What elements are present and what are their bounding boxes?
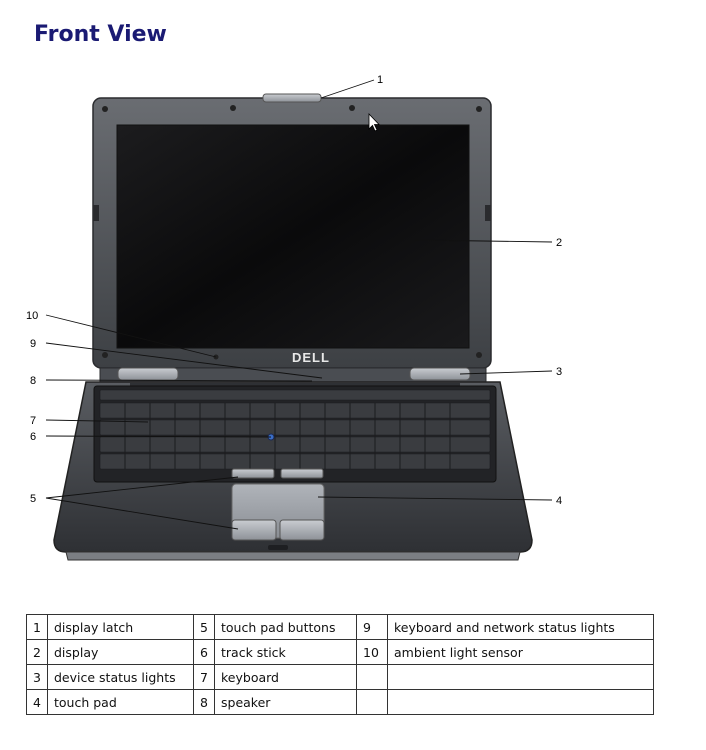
brand-logo: DELL [292,350,330,365]
legend-label: touch pad [47,689,194,715]
mouse-cursor-icon [368,113,380,132]
legend-row: 2 display 6 track stick 10 ambient light… [26,639,654,665]
touch-pad-button-right [279,519,325,541]
display-lid: DELL [92,93,492,369]
touch-pad-button-left-top [231,468,275,479]
touch-pad-button-right-top [280,468,324,479]
touch-pad-button-left [231,519,277,541]
hinge-bar [99,367,487,383]
laptop-front-view-figure: DELL [26,74,562,561]
legend-number: 8 [193,689,215,715]
legend-label: display [47,639,194,665]
callout-9: 9 [30,338,36,350]
legend-number: 3 [26,664,48,690]
callout-6: 6 [30,431,36,443]
callout-8: 8 [30,375,36,387]
laptop-base [53,381,533,561]
speaker-grille [130,383,460,387]
legend-label: speaker [214,689,357,715]
legend-number [356,664,388,690]
callout-3: 3 [556,366,562,378]
legend-label: ambient light sensor [387,639,654,665]
legend-number: 10 [356,639,388,665]
display-latch [262,93,322,103]
callout-2: 2 [556,237,562,249]
legend-number: 7 [193,664,215,690]
callout-7: 7 [30,415,36,427]
display-screen [116,124,470,349]
callout-4: 4 [556,495,562,507]
legend-number: 6 [193,639,215,665]
legend-number: 2 [26,639,48,665]
legend-label: track stick [214,639,357,665]
legend-row: 1 display latch 5 touch pad buttons 9 ke… [26,614,654,640]
legend-number [356,689,388,715]
legend-number: 4 [26,689,48,715]
legend-number: 1 [26,614,48,640]
legend-label [387,664,654,690]
callout-10: 10 [26,310,38,322]
callout-5: 5 [30,493,36,505]
keyboard [93,385,497,483]
legend-row: 3 device status lights 7 keyboard [26,664,654,690]
legend-label: touch pad buttons [214,614,357,640]
page-title: Front View [34,22,167,47]
legend-number: 9 [356,614,388,640]
parts-legend-table: 1 display latch 5 touch pad buttons 9 ke… [26,614,654,715]
legend-number: 5 [193,614,215,640]
legend-label [387,689,654,715]
legend-row: 4 touch pad 8 speaker [26,689,654,715]
legend-label: keyboard [214,664,357,690]
callout-1: 1 [377,74,383,86]
legend-label: display latch [47,614,194,640]
legend-label: keyboard and network status lights [387,614,654,640]
legend-label: device status lights [47,664,194,690]
